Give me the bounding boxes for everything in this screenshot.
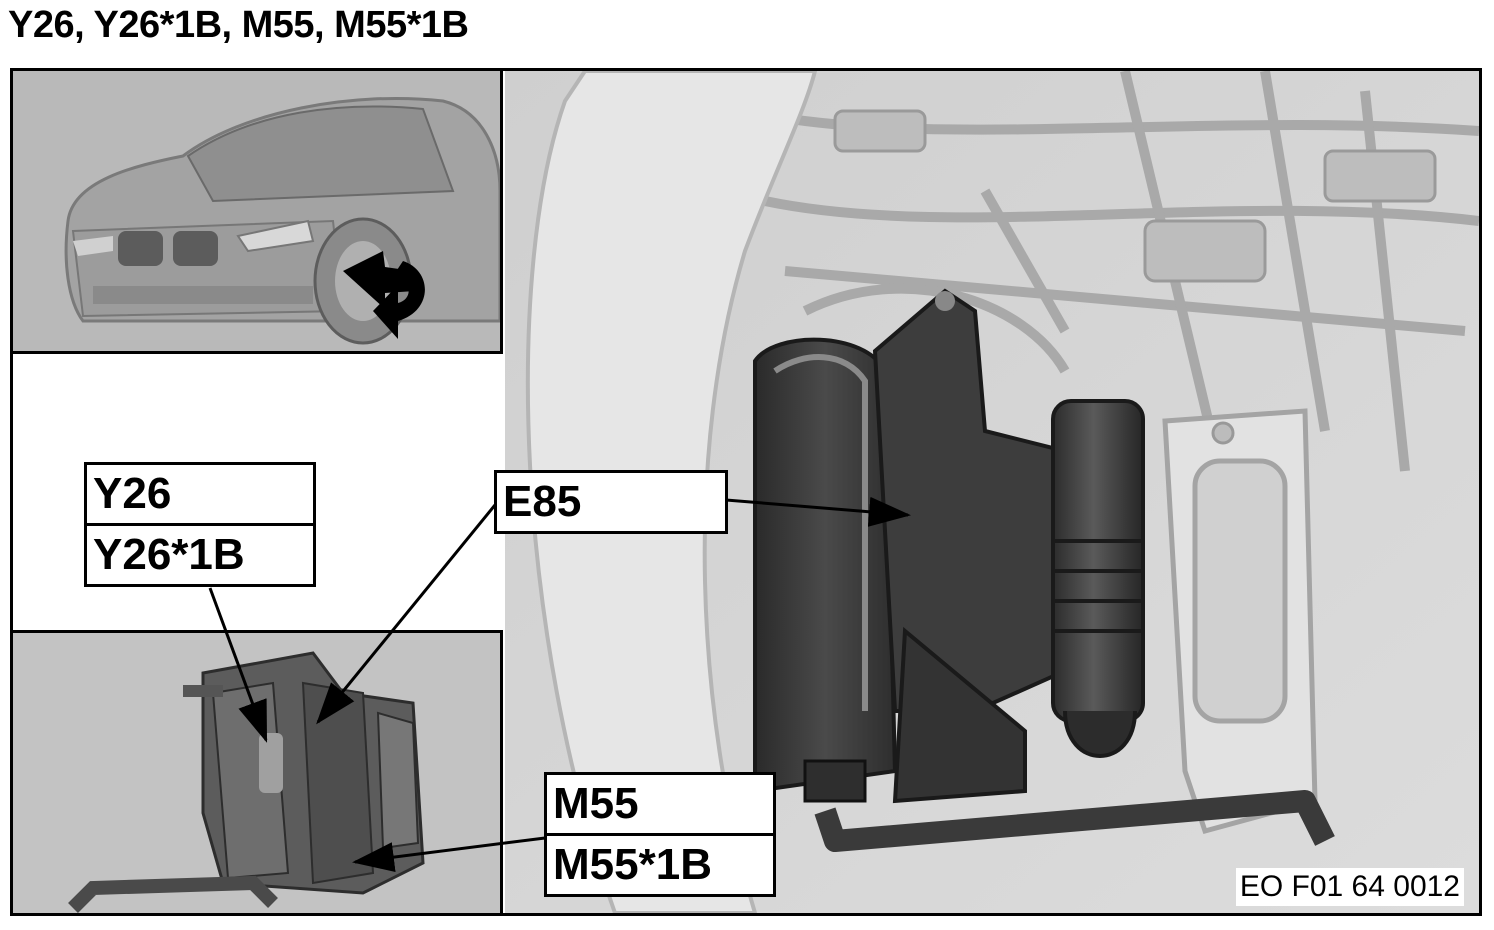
- arrow-e85-left: [316, 504, 497, 725]
- label-m55-line1: M55: [553, 779, 639, 828]
- arrow-e85-right: [725, 496, 911, 527]
- chassis-structure: [743, 71, 1479, 493]
- label-m55: M55 M55*1B: [544, 772, 776, 897]
- component-assembly: [753, 288, 1145, 804]
- label-m55-line2: M55*1B: [547, 833, 773, 894]
- rotation-arrow-icon: [343, 251, 425, 339]
- diagram-title: Y26, Y26*1B, M55, M55*1B: [8, 4, 469, 46]
- label-e85: E85: [494, 470, 728, 534]
- label-e85-line1: E85: [503, 477, 582, 526]
- vehicle-inset: [13, 71, 503, 354]
- label-y26: Y26 Y26*1B: [84, 462, 316, 587]
- label-y26-line1: Y26: [93, 469, 172, 518]
- component-detail-inset: [13, 630, 503, 913]
- frame-bracket: [1162, 408, 1318, 835]
- arrow-m55: [352, 836, 546, 872]
- pipe: [814, 790, 1335, 852]
- figure-code: EO F01 64 0012: [1235, 868, 1464, 906]
- car-illustration: [64, 96, 500, 345]
- pipe-detail: [68, 875, 278, 913]
- arrow-y26: [208, 587, 268, 743]
- label-y26-line2: Y26*1B: [87, 523, 313, 584]
